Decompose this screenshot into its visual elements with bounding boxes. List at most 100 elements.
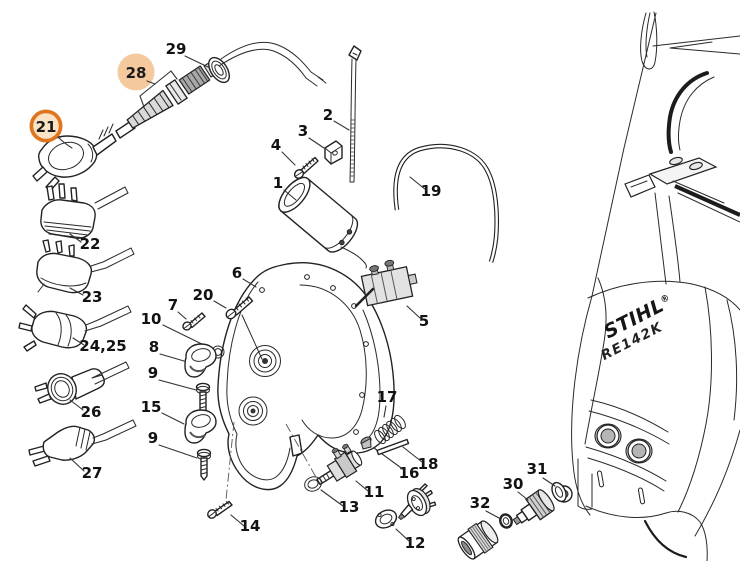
callout-21-label[interactable]: 21 [36,118,57,136]
switch-post-cap2 [384,259,395,267]
panel-seam2 [668,195,681,283]
band-line3 [585,446,667,482]
part-19-callout[interactable]: 19 [409,176,442,200]
part-5-callout[interactable]: 5 [406,305,429,330]
callout-28-highlighted[interactable]: 28 [117,53,178,108]
part-26-callout[interactable]: 26 [69,399,102,421]
part-11-label[interactable]: 11 [364,483,385,501]
power-cord-assembly [32,41,327,192]
part-32-label[interactable]: 32 [470,494,491,512]
screw-9b-head [196,448,212,458]
grommet-29 [208,56,230,84]
part-12-callout[interactable]: 12 [395,528,426,552]
valve-end-face [351,450,363,466]
part-6-callout[interactable]: 6 [232,264,257,288]
part-30-label[interactable]: 30 [503,475,524,493]
boss-center [250,408,256,414]
plug-22-cable [94,186,129,210]
part-8-callout[interactable]: 8 [149,338,185,362]
part-8-label[interactable]: 8 [149,338,159,356]
callout-28-fill[interactable] [117,53,155,91]
o-ring-32-inner [502,517,510,525]
coupling-sleeve [457,520,499,560]
part-7-callout[interactable]: 7 [168,296,187,320]
part-13-callout[interactable]: 13 [320,489,360,516]
part-16-label[interactable]: 16 [399,464,420,482]
band-line2 [588,410,670,445]
part-10-label[interactable]: 10 [141,310,162,328]
part-9b-label[interactable]: 9 [148,429,158,447]
part-4-callout[interactable]: 4 [271,136,296,166]
part-12-label[interactable]: 12 [405,534,426,552]
part-23-label[interactable]: 23 [82,288,103,306]
plug-23-pinA [42,239,51,253]
part-11-callout[interactable]: 11 [355,480,385,501]
cover-dome-line [299,284,367,439]
part-3-label[interactable]: 3 [298,122,308,140]
part-3-callout[interactable]: 3 [298,122,325,149]
plug-21-pin [32,166,48,182]
part-7-label[interactable]: 7 [168,296,178,314]
cord-lower-edge [218,48,307,79]
part-15-label[interactable]: 15 [141,398,162,416]
frame-strut [591,12,657,297]
part-18-callout[interactable]: 18 [402,446,439,473]
spray-wand-line2 [669,41,713,49]
part-14-label[interactable]: 14 [240,517,261,535]
control-knob-1 [594,423,622,449]
part-24-25-callout[interactable]: 24,25 [72,337,127,355]
tie-strap [349,58,357,183]
callout-28-label[interactable]: 28 [126,64,147,82]
part-9a-callout[interactable]: 9 [148,364,197,391]
part-22-callout[interactable]: 22 [69,233,101,253]
part-2-callout[interactable]: 2 [323,106,350,131]
o-ring-13-inner [307,479,319,489]
part-30-leader [517,491,529,501]
callout-21-selected[interactable]: 21 [29,109,73,149]
handle-hook-inner [645,12,651,58]
part-32-callout[interactable]: 32 [470,494,500,519]
part-30-callout[interactable]: 30 [503,475,529,501]
part-19-label[interactable]: 19 [421,182,442,200]
part-18-label[interactable]: 18 [418,455,439,473]
screw-4 [293,156,319,179]
o-ring-32-outer [499,513,513,529]
part-9b-callout[interactable]: 9 [148,429,198,459]
part-15-callout[interactable]: 15 [141,398,185,425]
part-23-callout[interactable]: 23 [69,287,103,306]
part-5-label[interactable]: 5 [419,312,429,330]
part-26-label[interactable]: 26 [81,403,102,421]
part-20-label[interactable]: 20 [193,286,214,304]
part-2-label[interactable]: 2 [323,106,333,124]
part-24-25-leader [72,337,85,346]
part-17-label[interactable]: 17 [377,388,398,406]
callout-21-fill[interactable] [33,113,59,139]
part-17-callout[interactable]: 17 [377,388,398,418]
boss-mid [253,349,277,373]
spray-wand-line [652,35,740,47]
part-29-label[interactable]: 29 [166,40,187,58]
part-29-callout[interactable]: 29 [166,40,209,68]
part-18-leader [402,446,423,463]
plug-21-face-ring [48,141,84,171]
part-6-label[interactable]: 6 [232,264,242,282]
part-27-label[interactable]: 27 [82,464,103,482]
part-13-label[interactable]: 13 [339,498,360,516]
part-22-leader [69,233,82,243]
part-24-25-label[interactable]: 24,25 [79,337,126,355]
part-4-label[interactable]: 4 [271,136,281,154]
part-20-callout[interactable]: 20 [193,286,227,309]
handle-hook [640,11,658,70]
part-31-callout[interactable]: 31 [527,460,556,487]
cap-nut-16 [360,436,372,450]
grommet-mid [211,60,227,80]
part-31-label[interactable]: 31 [527,460,548,478]
plug-26-cable [91,361,130,385]
part-14-callout[interactable]: 14 [230,514,261,535]
o-ring-32 [499,513,513,529]
part-1-callout[interactable]: 1 [273,174,297,201]
part-1-label[interactable]: 1 [273,174,283,192]
part-27-callout[interactable]: 27 [69,457,103,482]
part-9a-label[interactable]: 9 [148,364,158,382]
part-22-label[interactable]: 22 [80,235,101,253]
